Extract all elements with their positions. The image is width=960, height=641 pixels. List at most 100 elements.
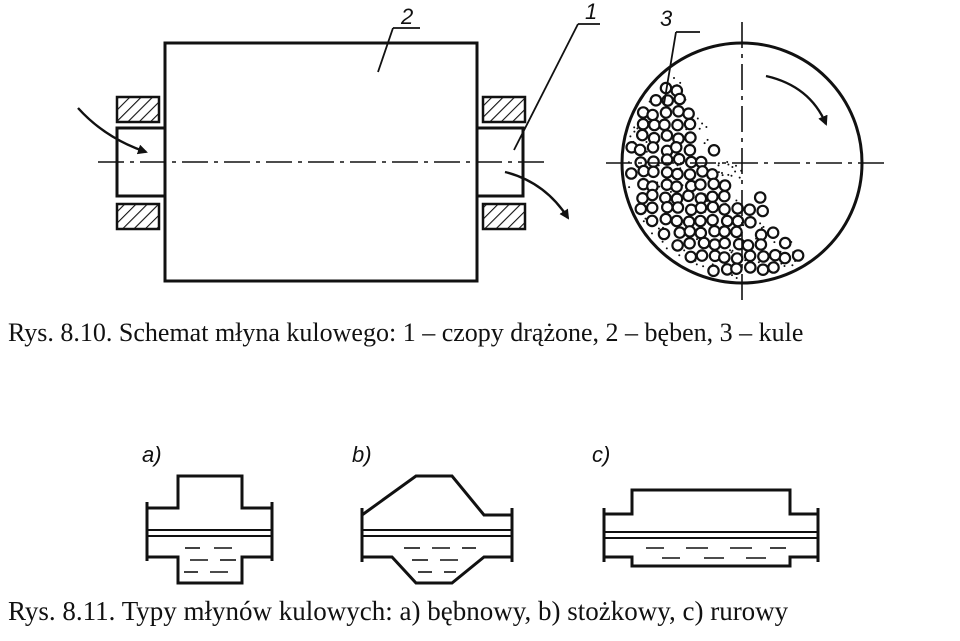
panel-label-c: c) (592, 442, 610, 467)
grinding-ball (682, 107, 695, 120)
grinding-ball (754, 238, 768, 251)
material-dot (669, 190, 672, 193)
grinding-ball (658, 118, 671, 132)
bearing-right-bottom (481, 202, 527, 231)
material-dot (717, 164, 720, 167)
grinding-ball (647, 165, 660, 179)
grinding-ball (683, 168, 697, 181)
material-dot (729, 249, 731, 252)
grinding-ball (649, 94, 663, 107)
material-dot (759, 222, 762, 225)
grinding-ball (633, 143, 647, 157)
grinding-ball (717, 251, 731, 264)
grinding-ball (720, 214, 734, 228)
mill-type-a-drum: a) (142, 442, 274, 585)
grinding-ball (624, 167, 638, 180)
grinding-ball (669, 141, 683, 154)
material-dot (633, 130, 636, 133)
grinding-ball (659, 212, 673, 226)
grinding-ball (694, 178, 707, 191)
grinding-ball (673, 92, 686, 106)
grinding-ball (648, 118, 661, 132)
grinding-ball (778, 236, 792, 250)
grinding-ball (706, 200, 720, 214)
material-dot (727, 163, 730, 166)
grinding-ball (756, 204, 769, 218)
grinding-ball (682, 189, 695, 203)
grinding-ball (707, 264, 720, 278)
inlet-arrow (77, 107, 148, 155)
mill-type-c-tube: c) (592, 442, 820, 568)
grinding-ball (683, 143, 697, 157)
grinding-ball (646, 141, 660, 154)
grinding-ball (697, 236, 711, 250)
grinding-ball (718, 179, 732, 192)
grinding-ball (717, 189, 731, 203)
material-dot (665, 247, 668, 250)
material-dot (791, 264, 794, 267)
grinding-ball (671, 167, 684, 181)
grinding-ball (778, 251, 792, 265)
material-dot (721, 172, 723, 174)
mill-type-b-conical: b) (352, 442, 514, 585)
grinding-ball (718, 236, 731, 250)
grinding-ball (670, 180, 683, 193)
grinding-ball (635, 128, 649, 142)
grinding-ball (767, 261, 780, 274)
grinding-ball (672, 105, 685, 118)
grinding-ball (694, 201, 708, 215)
material-dot (731, 274, 733, 277)
material-dot (726, 161, 729, 163)
grinding-ball (757, 250, 770, 263)
bearings (115, 95, 527, 231)
grinding-ball (718, 203, 731, 216)
grinding-ball (684, 203, 698, 217)
grinding-ball (730, 252, 744, 265)
material-dot (730, 251, 733, 254)
material-dot (705, 126, 708, 128)
grinding-ball (660, 129, 674, 142)
material-dot (678, 254, 681, 257)
grinding-ball (708, 224, 721, 238)
mill-cross-section (606, 22, 890, 306)
grinding-ball (684, 250, 698, 264)
grinding-ball (647, 155, 660, 168)
material-dot (727, 173, 730, 176)
grinding-ball (718, 225, 731, 238)
grinding-balls (624, 81, 805, 278)
material-dot (695, 263, 698, 266)
material-dot (698, 127, 701, 130)
grinding-ball (707, 144, 721, 157)
grinding-ball (672, 152, 686, 166)
bearing-left-bottom (115, 202, 161, 231)
material-dot (702, 265, 705, 268)
material-dot (773, 241, 776, 244)
material-dot (735, 199, 738, 202)
material-dot (760, 227, 763, 229)
grinding-ball (706, 190, 719, 204)
grinding-ball (743, 261, 757, 274)
material-dot (731, 249, 734, 252)
material-dot (730, 174, 733, 177)
grinding-ball (730, 225, 743, 239)
material-dot (701, 122, 704, 125)
grinding-ball (744, 216, 757, 229)
material-dot (657, 227, 660, 230)
grinding-ball (695, 249, 709, 262)
grinding-ball (706, 213, 719, 227)
grinding-ball (694, 214, 707, 228)
material-dot (645, 150, 648, 153)
grinding-ball (684, 131, 697, 144)
grinding-ball (683, 117, 697, 131)
material-dot (696, 238, 698, 241)
material-dot (658, 185, 661, 188)
grinding-ball (645, 201, 659, 215)
grinding-ball (659, 106, 673, 119)
grinding-ball (657, 227, 671, 241)
grinding-ball (636, 117, 650, 131)
material-dot (661, 240, 664, 243)
material-dot (734, 170, 737, 173)
material-dot (717, 171, 720, 174)
